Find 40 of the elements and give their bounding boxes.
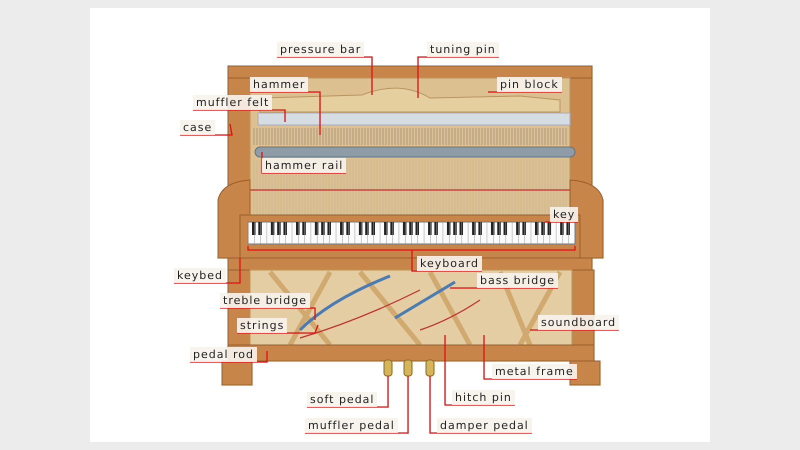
leader-line bbox=[305, 376, 409, 434]
leader-line bbox=[220, 307, 316, 320]
leader-line bbox=[180, 124, 233, 136]
part-label: keyboard bbox=[417, 256, 482, 271]
part-label: soundboard bbox=[538, 315, 620, 330]
leader-line bbox=[250, 91, 321, 135]
part-label: tuning pin bbox=[427, 42, 499, 57]
leader-line bbox=[237, 324, 319, 334]
leader-line bbox=[444, 335, 515, 406]
leader-line bbox=[307, 376, 389, 408]
part-label: muffler pedal bbox=[305, 418, 398, 433]
part-label: hammer rail bbox=[262, 158, 346, 173]
leader-line bbox=[483, 335, 577, 380]
part-label: pedal rod bbox=[190, 347, 258, 362]
part-label: keybed bbox=[174, 268, 226, 283]
leader-line bbox=[417, 56, 499, 98]
part-label: damper pedal bbox=[437, 418, 532, 433]
part-label: case bbox=[180, 120, 216, 135]
leader-line bbox=[174, 258, 241, 284]
leader-line bbox=[190, 351, 268, 363]
part-label: bass bridge bbox=[477, 273, 558, 288]
part-label: muffler felt bbox=[193, 95, 272, 110]
leader-line bbox=[429, 376, 532, 434]
leader-line bbox=[530, 329, 619, 331]
part-label: strings bbox=[237, 318, 288, 333]
part-label: soft pedal bbox=[307, 392, 378, 407]
part-label: hammer bbox=[250, 77, 308, 92]
leader-line bbox=[261, 152, 346, 174]
part-label: treble bridge bbox=[220, 293, 310, 308]
leader-line bbox=[488, 91, 562, 93]
leader-line bbox=[411, 250, 482, 272]
part-label: key bbox=[550, 207, 578, 222]
leader-line bbox=[277, 56, 373, 95]
part-label: hitch pin bbox=[452, 390, 515, 405]
leader-line bbox=[450, 287, 558, 289]
part-label: metal frame bbox=[492, 364, 577, 379]
part-label: pressure bar bbox=[277, 42, 364, 57]
leader-line bbox=[193, 109, 286, 122]
leader-line bbox=[545, 221, 578, 223]
part-label: pin block bbox=[497, 77, 562, 92]
